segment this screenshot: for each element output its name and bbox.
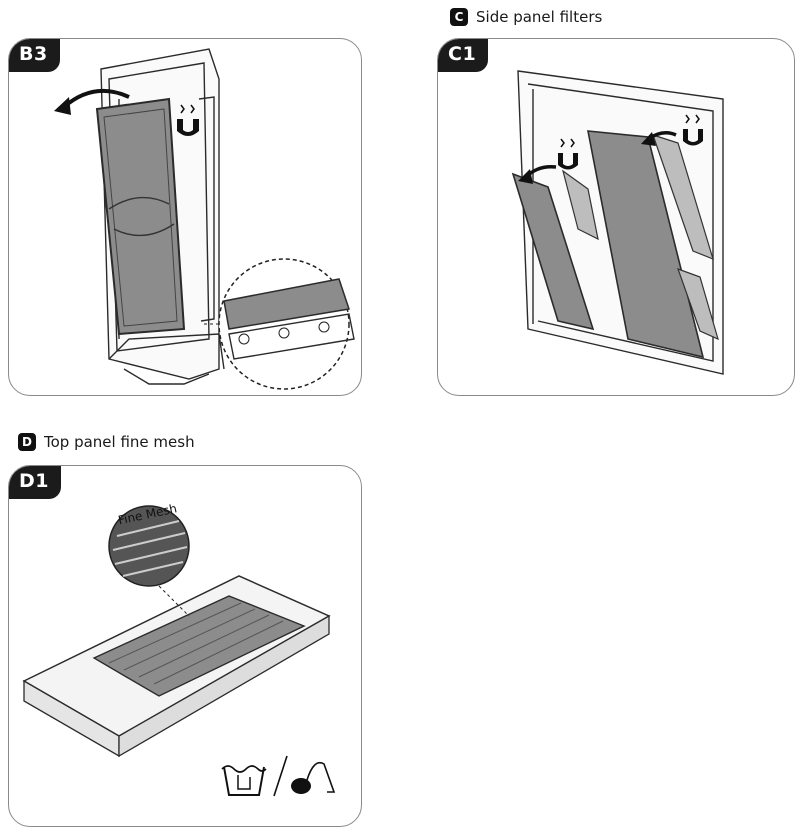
step-label-c1: C1 <box>438 39 489 72</box>
step-label-b3: B3 <box>9 39 60 72</box>
section-c-badge: C <box>450 8 468 26</box>
divider-slash <box>273 755 288 797</box>
hand-wash-icon <box>221 765 267 796</box>
d1-top-panel <box>22 575 331 758</box>
b3-detail-zoom <box>204 258 355 390</box>
magnet-icon <box>558 138 578 170</box>
b3-filter <box>95 97 186 336</box>
c1-small-filter <box>511 172 595 331</box>
curved-arrow-icon <box>54 89 130 115</box>
c1-large-filter <box>587 130 705 359</box>
section-c-title: Side panel filters <box>476 8 603 26</box>
d1-mesh-zoom <box>108 505 190 617</box>
panel-d1: Fine Mesh D1 <box>8 465 362 827</box>
b3-illustration <box>54 48 355 390</box>
d1-illustration: Fine Mesh <box>22 501 336 797</box>
panel-c1: C1 <box>437 38 795 396</box>
curved-arrow-icon <box>518 131 677 184</box>
vacuum-cleaner-icon <box>291 761 336 794</box>
step-label-d1: D1 <box>9 466 61 499</box>
c1-illustration <box>511 70 724 375</box>
magnet-icon <box>683 114 703 146</box>
magnet-icon <box>177 104 199 136</box>
section-d-title: Top panel fine mesh <box>44 433 195 451</box>
section-d-heading: D Top panel fine mesh <box>18 433 195 451</box>
panel-b3: B3 <box>8 38 362 396</box>
c1-vent-strip <box>562 134 719 341</box>
d1-fine-mesh-area <box>92 595 306 697</box>
section-c-heading: C Side panel filters <box>450 8 602 26</box>
section-d-badge: D <box>18 433 36 451</box>
